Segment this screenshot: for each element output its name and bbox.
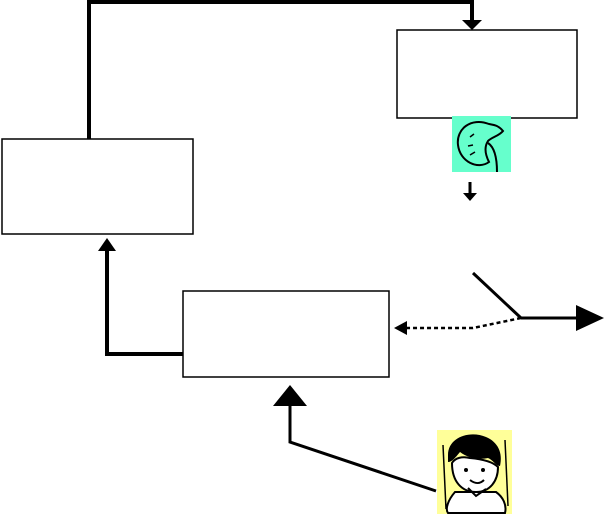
dashed-arrow-to-center-box	[405, 316, 522, 330]
arrow-center-to-left-box	[105, 251, 183, 356]
box-left	[1, 138, 194, 235]
arrowhead-into-top-box	[462, 20, 482, 30]
feedback-line-top	[87, 0, 474, 145]
person-eating-icon	[437, 430, 512, 514]
box-center	[182, 290, 390, 378]
kidney-icon	[452, 116, 511, 173]
arrow-person-to-center-box	[288, 406, 437, 493]
switch-icon	[471, 271, 604, 331]
box-top-right	[396, 29, 578, 119]
